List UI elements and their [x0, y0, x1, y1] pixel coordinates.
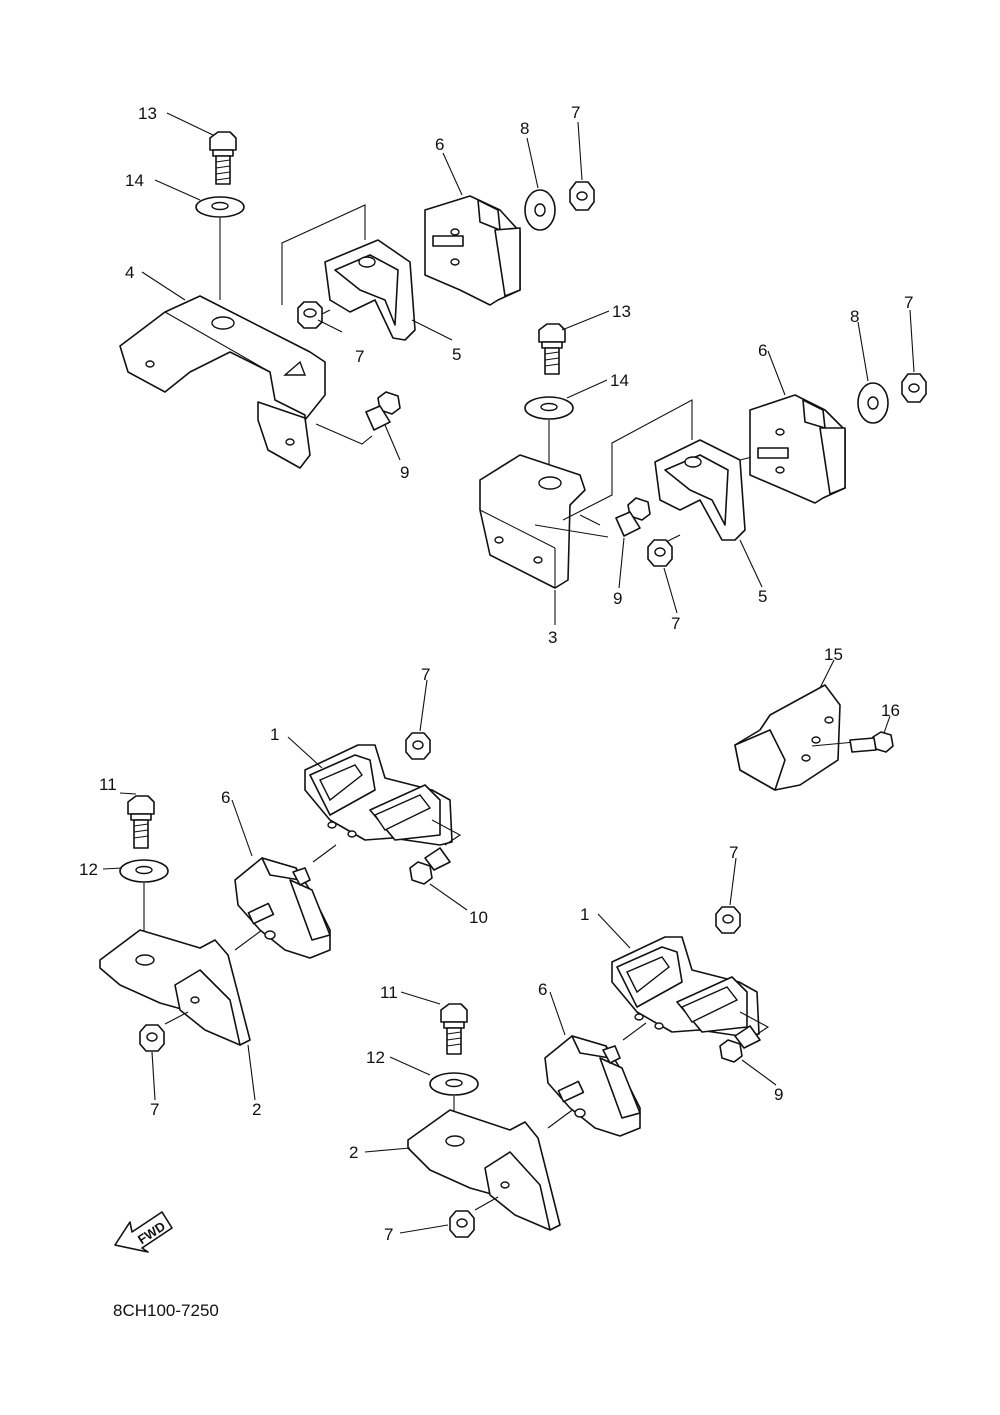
- washer-14-upper-right: [524, 396, 574, 420]
- callout-7-upper-left-a: 7: [355, 347, 364, 366]
- isolator-6-upper-left: [424, 195, 521, 306]
- bracket-2-lower-left: [99, 929, 251, 1046]
- lower-left-mount-assembly: [99, 732, 462, 1052]
- callout-6-lower-right: 6: [538, 980, 547, 999]
- callout-3: 3: [548, 628, 557, 647]
- callout-12-lower-left: 12: [79, 860, 98, 879]
- callout-7-lower-right-b: 7: [729, 843, 738, 862]
- bolt-13-upper-left: [209, 131, 237, 185]
- nut-7-upper-right-a: [901, 373, 927, 403]
- bracket-3: [479, 454, 586, 589]
- nut-7-lower-right-b: [715, 906, 741, 934]
- isolator-6-lower-left: [234, 857, 331, 959]
- washer-8-upper-left: [524, 189, 556, 231]
- callout-numbers: 13 14 4 7 5 6 8 7 9 13 14 6 8 7 3 9 7 5 …: [79, 103, 913, 1244]
- washer-14-upper-left: [195, 196, 245, 218]
- callout-7-upper-right-b: 7: [671, 614, 680, 633]
- callout-1-lower-right: 1: [580, 905, 589, 924]
- bolt-11-lower-right: [440, 1003, 468, 1055]
- leader-lines: [102, 112, 915, 1234]
- side-bracket-assembly: [734, 684, 894, 791]
- bolt-9-upper-right: [615, 497, 651, 537]
- nut-7-upper-left-a: [297, 301, 323, 329]
- callout-13-upper-right: 13: [612, 302, 631, 321]
- callout-10: 10: [469, 908, 488, 927]
- bracket-5-upper-left: [324, 239, 416, 341]
- nut-7-upper-right-b: [647, 539, 673, 567]
- bolt-9-lower-right: [719, 1025, 761, 1063]
- callout-14-upper-left: 14: [125, 171, 144, 190]
- callout-8-upper-right: 8: [850, 307, 859, 326]
- callout-5-upper-left: 5: [452, 345, 461, 364]
- nut-7-upper-left-b: [569, 181, 595, 211]
- callout-5-upper-right: 5: [758, 587, 767, 606]
- callout-7-lower-left-b: 7: [421, 665, 430, 684]
- isolator-6-lower-right: [544, 1035, 641, 1137]
- callout-6-lower-left: 6: [221, 788, 230, 807]
- callout-7-lower-left-a: 7: [150, 1100, 159, 1119]
- callout-4: 4: [125, 263, 134, 282]
- bolt-11-lower-left: [127, 795, 155, 849]
- callout-14-upper-right: 14: [610, 371, 629, 390]
- isolator-6-upper-right: [749, 394, 846, 504]
- bracket-5-upper-right: [654, 439, 746, 541]
- bracket-15: [734, 684, 841, 791]
- diagram-code: 8CH100-7250: [113, 1301, 219, 1320]
- bracket-1-lower-right: [611, 936, 760, 1038]
- callout-7-upper-right-a: 7: [904, 293, 913, 312]
- bracket-1-lower-left: [304, 744, 453, 846]
- nut-7-lower-left-b: [405, 732, 431, 760]
- callout-6-upper-left: 6: [435, 135, 444, 154]
- callout-7-lower-right-a: 7: [384, 1225, 393, 1244]
- washer-12-lower-left: [119, 859, 169, 883]
- bracket-2-lower-right: [407, 1109, 561, 1231]
- callout-11-lower-right: 11: [380, 983, 398, 1002]
- callout-11-lower-left: 11: [99, 775, 117, 794]
- callout-7-upper-left-b: 7: [571, 103, 580, 122]
- washer-8-upper-right: [857, 382, 889, 424]
- callout-12-lower-right: 12: [366, 1048, 385, 1067]
- upper-right-mount-assembly: [479, 323, 927, 589]
- callout-13-upper-left: 13: [138, 104, 157, 123]
- callout-9-lower-right: 9: [774, 1085, 783, 1104]
- callout-16: 16: [881, 701, 900, 720]
- bolt-13-upper-right: [538, 323, 566, 375]
- bracket-4: [119, 295, 326, 469]
- callout-2-lower-left: 2: [252, 1100, 261, 1119]
- washer-12-lower-right: [429, 1072, 479, 1096]
- callout-6-upper-right: 6: [758, 341, 767, 360]
- callout-8-upper-left: 8: [520, 119, 529, 138]
- lower-right-mount-assembly: [407, 906, 770, 1238]
- callout-2-lower-right: 2: [349, 1143, 358, 1162]
- nut-7-lower-left-a: [139, 1024, 165, 1052]
- upper-left-mount-assembly: [119, 131, 595, 469]
- bolt-10: [409, 847, 451, 885]
- bolt-16: [849, 731, 894, 753]
- nut-7-lower-right-a: [449, 1210, 475, 1238]
- fwd-arrow: FWD: [114, 1211, 173, 1253]
- callout-15: 15: [824, 645, 843, 664]
- callout-1-lower-left: 1: [270, 725, 279, 744]
- bolt-9-upper-left: [365, 391, 401, 431]
- callout-9-upper-left: 9: [400, 463, 409, 482]
- callout-9-upper-right: 9: [613, 589, 622, 608]
